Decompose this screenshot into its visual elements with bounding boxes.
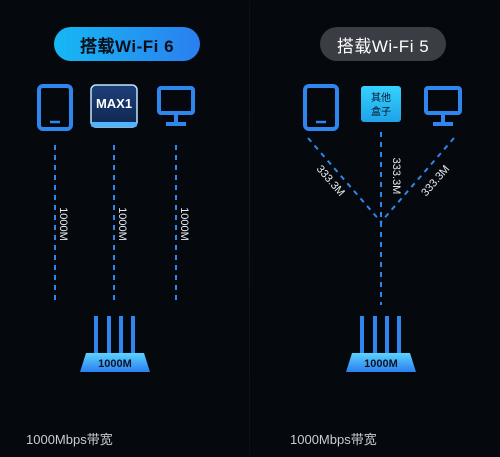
wifi6-link-label-3: 1000M bbox=[178, 207, 190, 241]
wifi5-diagram: 其他 盒子 333.3M 333.3M 333.3M 1000M bbox=[303, 84, 462, 372]
link-label-bg bbox=[177, 200, 193, 246]
wifi5-link-label-1: 333.3M bbox=[314, 163, 347, 199]
wifi5-panel: 搭载Wi-Fi 5 其他 盒子 bbox=[250, 0, 500, 457]
other-box-label-line1: 其他 bbox=[371, 91, 391, 104]
wifi6-link-label-2: 1000M bbox=[116, 207, 128, 241]
router-icon: 1000M bbox=[346, 316, 416, 372]
monitor-icon bbox=[157, 86, 195, 126]
wifi6-link-label-1: 1000M bbox=[57, 207, 69, 241]
tv-box-icon: 其他 盒子 bbox=[361, 86, 401, 122]
tablet-icon bbox=[37, 84, 73, 131]
max1-badge-label: MAX1 bbox=[96, 96, 132, 111]
wifi6-title-badge: 搭载Wi-Fi 6 bbox=[54, 27, 200, 61]
wifi5-link-label-3: 333.3M bbox=[419, 163, 452, 199]
wifi6-links bbox=[54, 145, 177, 305]
wifi6-bandwidth-caption: 1000Mbps带宽 bbox=[26, 432, 113, 447]
wifi6-diagram: MAX1 1000M 1000M 1000M 1000M bbox=[37, 84, 195, 372]
link-label-bg bbox=[56, 200, 72, 246]
wifi6-router-label: 1000M bbox=[98, 358, 132, 370]
wifi5-link-label-2: 333.3M bbox=[390, 158, 402, 195]
other-box-label-line2: 盒子 bbox=[371, 105, 391, 118]
monitor-icon bbox=[424, 86, 462, 126]
wifi5-router-label: 1000M bbox=[364, 358, 398, 370]
wifi5-title-badge: 搭载Wi-Fi 5 bbox=[320, 27, 446, 61]
wifi5-bandwidth-caption: 1000Mbps带宽 bbox=[290, 432, 377, 447]
tablet-icon bbox=[303, 84, 339, 131]
panel-divider bbox=[249, 0, 250, 457]
wifi6-panel: 搭载Wi-Fi 6 MAX1 bbox=[26, 27, 200, 447]
link-label-bg bbox=[115, 200, 131, 246]
wifi5-links bbox=[307, 132, 455, 305]
router-icon: 1000M bbox=[80, 316, 150, 372]
max1-device-icon: MAX1 bbox=[90, 84, 138, 128]
